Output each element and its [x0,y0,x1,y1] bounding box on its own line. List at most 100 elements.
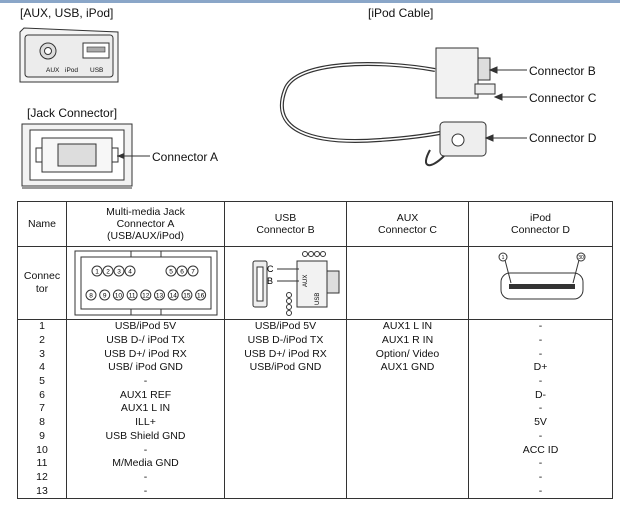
panel-title-aux-usb-ipod: [AUX, USB, iPod] [20,6,114,20]
pin-circle [153,289,165,301]
connector-b-signal [224,484,347,499]
pin-number: 11 [17,456,67,471]
connector-a-signal: ILL+ [66,415,225,430]
connector-label-line-1: Connec [23,270,61,282]
pin-number-label: 6 [180,269,184,276]
panel-title-ipod-cable: [iPod Cable] [368,6,434,20]
connector-d-signal: - [468,318,613,334]
pin-circle [98,289,110,301]
header-multimedia-jack-line-1: Multi-media Jack [106,206,185,218]
connector-c-signal [346,402,469,416]
connector-c-signal [346,388,469,403]
connector-c-cell [346,246,469,320]
pin-circle [91,265,102,277]
connector-d-signal: - [468,374,613,389]
pinout-label-usb: USB [315,293,321,305]
connector-a-signal: USB Shield GND [66,429,225,444]
connector-a-signal: AUX1 REF [66,388,225,403]
table-row: 5-- [17,374,613,389]
pin-circle [180,289,192,301]
connector-b-signal [224,470,347,485]
connector-c-signal: AUX1 R IN [346,333,469,348]
jack-connector-icon [21,123,150,189]
panel-label-usb: USB [90,67,104,74]
pin-circle [194,289,206,301]
connector-c-signal [346,374,469,389]
callout-connector-a: Connector A [152,150,219,164]
pin-number: 5 [17,374,67,389]
header-ipod-line-2: Connector D [511,224,570,236]
connector-b-signal [224,415,347,430]
connector-c-signal [346,429,469,444]
table-row: 10-ACC ID [17,443,613,457]
connector-c-signal: AUX1 L IN [346,318,469,334]
pin-circle [165,265,176,277]
connector-d-signal: - [468,484,613,499]
header-usb: USB Connector B [224,201,347,247]
pin-number-label: 4 [128,269,132,276]
pin-number-label: 15 [183,293,191,300]
pin-circle [126,289,138,301]
header-usb-line-1: USB [274,212,297,224]
connector-a-signal: - [66,470,225,485]
pin-number: 13 [17,484,67,499]
connector-row-label: Connec tor [17,246,67,320]
pin-number-label: 5 [169,269,173,276]
connector-d-signal: - [468,402,613,416]
connector-b-signal: USB/iPod 5V [224,318,347,334]
pin-number-label: 13 [155,293,163,300]
panel-label-aux: AUX [46,67,60,74]
pin-number: 3 [17,347,67,362]
connector-d-pinout: 1 30 [468,246,613,320]
connector-b-signal: USB D+/ iPod RX [224,347,347,362]
callout-connector-c: Connector C [529,91,597,105]
pin-number: 12 [17,470,67,485]
header-aux-line-1: AUX [396,212,419,224]
connector-d-signal: ACC ID [468,443,613,457]
pin-number: 9 [17,429,67,444]
pinout-label-c: C [267,264,274,274]
header-ipod: iPod Connector D [468,201,613,247]
aux-usb-ipod-panel-icon [19,27,119,83]
connector-b-signal: USB/iPod GND [224,361,347,375]
pin-number: 6 [17,388,67,403]
pin-circle [113,265,124,277]
header-name: Name [17,201,67,247]
connector-d-signal: - [468,333,613,348]
pin-number: 1 [17,318,67,334]
ipod-cable-icon [279,47,527,166]
connector-a-signal: - [66,374,225,389]
panel-title-jack-connector: [Jack Connector] [27,106,118,120]
connector-b-signal [224,443,347,457]
connector-d-signal: D+ [468,361,613,375]
pin-circle [112,289,124,301]
header-multimedia-jack: Multi-media Jack Connector A (USB/AUX/iP… [66,201,225,247]
connector-a-signal: M/Media GND [66,456,225,471]
connector-d-signal: - [468,470,613,485]
connector-a-signal: USB D-/ iPod TX [66,333,225,348]
connector-c-signal [346,456,469,471]
pin-number: 10 [17,443,67,457]
pin-number-label: 10 [114,293,122,300]
connector-a-signal: USB/iPod 5V [66,318,225,334]
pin-number-label: 16 [196,293,204,300]
connector-b-signal [224,429,347,444]
pin-number-label: 12 [142,293,150,300]
connector-a-signal: USB D+/ iPod RX [66,347,225,362]
header-aux-line-2: Connector C [378,224,437,236]
pin-circle [85,289,96,301]
pin-number-label: 9 [102,293,106,300]
pin-number: 8 [17,415,67,430]
header-ipod-line-1: iPod [529,212,551,224]
pinout-d-first: 1 [501,255,504,261]
connector-a-signal: USB/ iPod GND [66,361,225,375]
